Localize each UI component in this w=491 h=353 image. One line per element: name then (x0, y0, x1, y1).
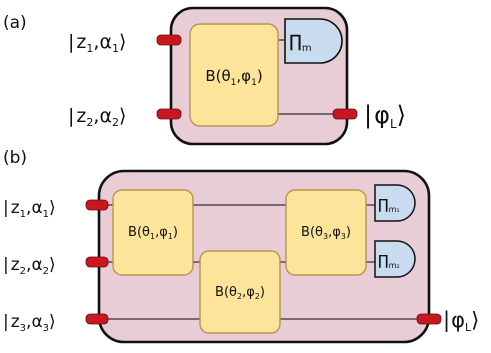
panel-a-gate-label: B(θ1,φ1) (205, 67, 262, 88)
panel-b-input-ket-3: |z3,α3⟩ (3, 312, 56, 334)
panel-b-detector-2-icon (374, 240, 416, 278)
panel-a-input-ket-1: |z1,α1⟩ (68, 31, 126, 55)
panel-b-input-port-2 (85, 256, 109, 268)
panel-a-output-port (332, 108, 358, 120)
panel-b-gate-3-label: B(θ3,φ3) (301, 225, 351, 241)
panel-b-input-port-1 (85, 199, 109, 211)
panel-a-output-ket: |φL⟩ (364, 101, 406, 131)
panel-b-output-ket: |φL⟩ (443, 308, 479, 334)
panel-a-gate (189, 23, 279, 127)
panel-b-gate-3 (285, 189, 367, 276)
panel-b-output-port (416, 313, 442, 325)
panel-b-gate-2-label: B(θ2,φ2) (215, 285, 265, 301)
panel-b-input-port-3 (85, 313, 109, 325)
panel-b-input-ket-1: |z1,α1⟩ (3, 198, 56, 220)
panel-b-gate-1-label: B(θ1,φ1) (128, 225, 178, 241)
panel-a-input-port-2 (156, 108, 182, 120)
panel-a-detector-label: ∏m (289, 32, 312, 54)
panel-b-label: (b) (3, 148, 27, 168)
panel-b-gate-1 (112, 189, 194, 276)
panel-a-detector-icon (284, 18, 343, 64)
panel-a-label: (a) (3, 13, 27, 33)
panel-b-gate-2 (199, 250, 281, 334)
panel-a-input-port-1 (156, 34, 182, 46)
panel-b-detector-1-icon (374, 184, 416, 222)
panel-b-input-ket-2: |z2,α2⟩ (3, 255, 56, 277)
panel-b-detector-1-label: ∏m₁ (378, 197, 400, 214)
panel-a-input-ket-2: |z2,α2⟩ (68, 105, 126, 129)
panel-b-detector-2-label: ∏m₂ (378, 253, 400, 270)
